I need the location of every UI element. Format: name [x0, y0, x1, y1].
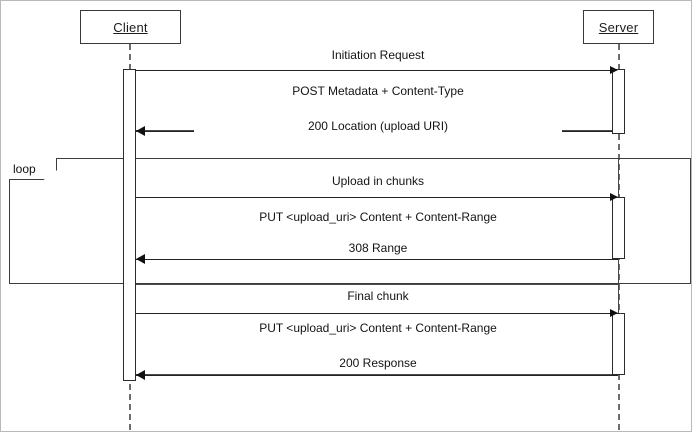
activation-server-chunk [612, 197, 625, 259]
arrowhead-post-metadata [610, 66, 618, 74]
section-title-initiation: Initiation Request [194, 48, 562, 62]
arrowhead-put-chunk [610, 193, 618, 201]
message-label-308-range: 308 Range [194, 241, 562, 255]
section-title-final-chunk: Final chunk [194, 289, 562, 303]
section-title-upload-chunks: Upload in chunks [194, 174, 562, 188]
arrowhead-200-location [136, 126, 145, 136]
participant-client[interactable]: Client [80, 10, 181, 44]
arrow-line-post-metadata [136, 70, 618, 71]
message-label-put-final: PUT <upload_uri> Content + Content-Range [164, 321, 592, 335]
arrowhead-put-final [610, 309, 618, 317]
participant-server[interactable]: Server [583, 10, 654, 44]
activation-server-final [612, 313, 625, 375]
activation-client [123, 69, 136, 381]
arrowhead-308-range [136, 254, 145, 264]
arrow-line-put-final [136, 313, 618, 314]
message-label-post-metadata: POST Metadata + Content-Type [194, 84, 562, 98]
participant-client-label: Client [113, 19, 148, 35]
arrowhead-200-response [136, 370, 145, 380]
arrow-line-put-chunk [136, 197, 618, 198]
loop-fragment-tag: loop [9, 158, 57, 180]
activation-server-initiation [612, 69, 625, 134]
arrow-line-308-range [136, 259, 618, 260]
message-label-200-location: 200 Location (upload URI) [194, 119, 562, 133]
participant-server-label: Server [598, 19, 639, 35]
loop-fragment-operator-label: loop [13, 161, 36, 176]
loop-fragment [9, 158, 691, 284]
message-label-200-response: 200 Response [194, 356, 562, 370]
message-label-put-chunk: PUT <upload_uri> Content + Content-Range [164, 210, 592, 224]
arrow-line-200-response [136, 375, 618, 376]
